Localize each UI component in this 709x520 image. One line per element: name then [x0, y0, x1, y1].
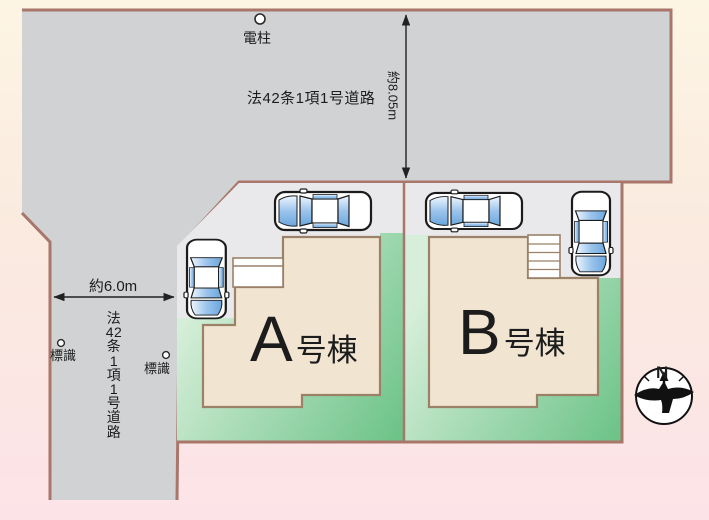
- lot-b-letter: B: [458, 296, 501, 368]
- bird-icon: [634, 381, 694, 413]
- lot-b-title: B号棟: [458, 300, 566, 364]
- road-surface: [22, 10, 671, 500]
- sign-label: 標識: [50, 348, 77, 363]
- building-a-porch: [232, 257, 284, 288]
- lot-border: [177, 182, 624, 444]
- sign-icon: [56, 338, 66, 348]
- left-road-width-label: 約6.0m: [88, 278, 138, 295]
- compass-icon: [634, 367, 694, 425]
- lot-a-suffix: 号棟: [295, 333, 358, 368]
- top-road-label: 法42条1項1号道路: [247, 90, 376, 107]
- building-b-steps: [527, 234, 561, 279]
- car-icon: [567, 190, 615, 277]
- car-icon: [424, 188, 524, 233]
- sign-icon: [161, 350, 171, 360]
- lot-b-suffix: 号棟: [503, 326, 566, 361]
- utility-pole-icon: [254, 13, 266, 25]
- compass-north-label: N: [656, 363, 669, 382]
- utility-pole-label: 電柱: [243, 30, 271, 46]
- sign-label: 標識: [144, 361, 171, 376]
- lot-a-letter: A: [250, 303, 293, 375]
- left-road-label: 法 42 条 1 項 1 号 道 路: [105, 310, 123, 440]
- lot-a-title: A号棟: [250, 307, 358, 371]
- top-road-width-label: 約8.05m: [385, 70, 401, 121]
- car-icon: [182, 238, 230, 320]
- car-icon: [273, 187, 373, 235]
